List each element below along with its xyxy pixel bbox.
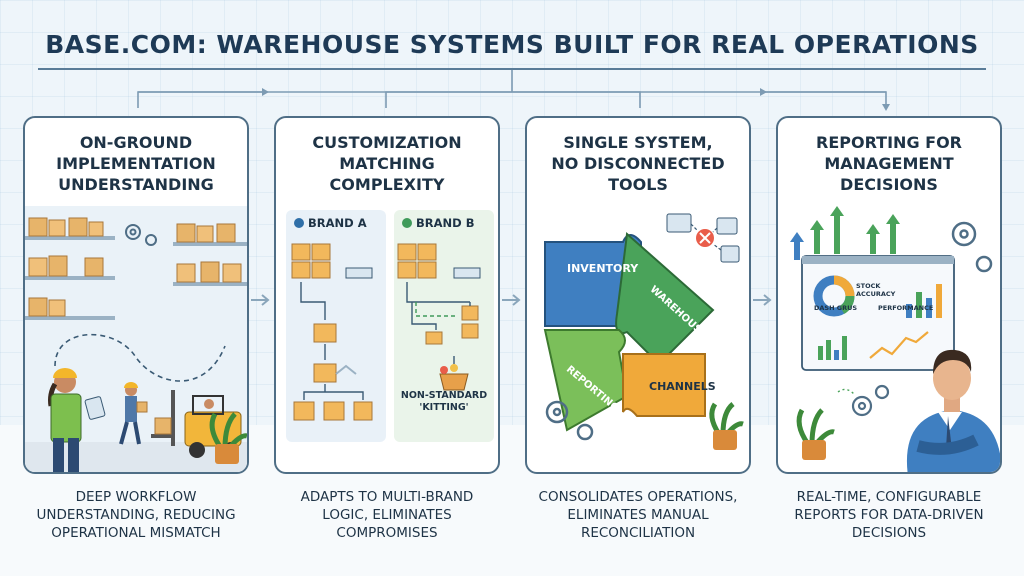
puzzle-illustration — [543, 213, 744, 450]
worker-carrying-box-icon — [119, 382, 148, 445]
brand-b-logo-icon — [402, 218, 412, 228]
kitting-label: NON-STANDARD 'KITTING' — [400, 390, 488, 413]
brand-flow-illustration — [291, 243, 481, 421]
gear-icon — [125, 224, 157, 246]
flow-arrow-1 — [251, 294, 270, 306]
potted-plant-icon — [709, 402, 744, 450]
card-title: REPORTING FOR MANAGEMENT DECISIONS — [816, 133, 962, 194]
potted-plant-icon — [796, 408, 835, 460]
card-reporting: REPORTING FOR MANAGEMENT DECISIONS — [776, 116, 1002, 474]
gear-icon — [851, 384, 890, 417]
title-divider — [38, 68, 986, 70]
donut-chart-icon — [813, 275, 855, 317]
warehouse-workers-illustration — [25, 206, 247, 472]
workflow-path — [54, 333, 226, 382]
caption-reporting: REAL-TIME, CONFIGURABLE REPORTS FOR DATA… — [794, 489, 984, 541]
card-title: SINGLE SYSTEM, NO DISCONNECTED TOOLS — [551, 133, 725, 194]
caption-single-system: CONSOLIDATES OPERATIONS, ELIMINATES MANU… — [538, 489, 738, 541]
card-title: CUSTOMIZATION MATCHING COMPLEXITY — [312, 133, 462, 194]
stock-accuracy-label: STOCK ACCURACY — [856, 282, 896, 298]
dashboard-illustration — [790, 206, 1000, 472]
gear-icon — [951, 221, 993, 273]
card-single-system: SINGLE SYSTEM, NO DISCONNECTED TOOLS — [525, 116, 751, 474]
card-customization: CUSTOMIZATION MATCHING COMPLEXITY BRAND … — [274, 116, 500, 474]
page-title: BASE.COM: WAREHOUSE SYSTEMS BUILT FOR RE… — [45, 30, 979, 59]
worker-with-tablet-icon — [48, 368, 106, 472]
growth-arrows-icon — [790, 206, 900, 260]
performance-label: PERFORMANCE — [878, 304, 934, 312]
caption-implementation: DEEP WORKFLOW UNDERSTANDING, REDUCING OP… — [36, 489, 236, 541]
gear-icon — [545, 400, 594, 441]
flow-arrow-2 — [502, 294, 521, 306]
bar-chart-small-icon — [818, 336, 847, 360]
analyst-person-icon — [907, 349, 1000, 472]
top-connectors — [137, 70, 890, 111]
puzzle-label-channels: CHANNELS — [649, 380, 716, 393]
puzzle-piece-channels — [622, 353, 706, 417]
disconnected-tools-icon — [666, 213, 740, 263]
brand-a-label: BRAND A — [294, 216, 367, 230]
trend-line-icon — [869, 331, 929, 359]
caption-customization: ADAPTS TO MULTI-BRAND LOGIC, ELIMINATES … — [300, 489, 474, 541]
brand-a-logo-icon — [294, 218, 304, 228]
brand-b-label: BRAND B — [402, 216, 474, 230]
puzzle-label-inventory: INVENTORY — [567, 262, 639, 275]
potted-plant-icon — [209, 412, 247, 464]
dash-label: DASH GRUS — [814, 304, 858, 312]
shelf-rack-left-icon — [25, 217, 115, 320]
bar-chart-icon — [906, 284, 942, 318]
shelf-rack-right-icon — [173, 223, 247, 286]
card-title: ON-GROUND IMPLEMENTATION UNDERSTANDING — [56, 133, 216, 194]
kitting-basket-icon — [439, 373, 469, 391]
card-implementation: ON-GROUND IMPLEMENTATION UNDERSTANDING — [23, 116, 249, 474]
flow-arrow-3 — [753, 294, 772, 306]
